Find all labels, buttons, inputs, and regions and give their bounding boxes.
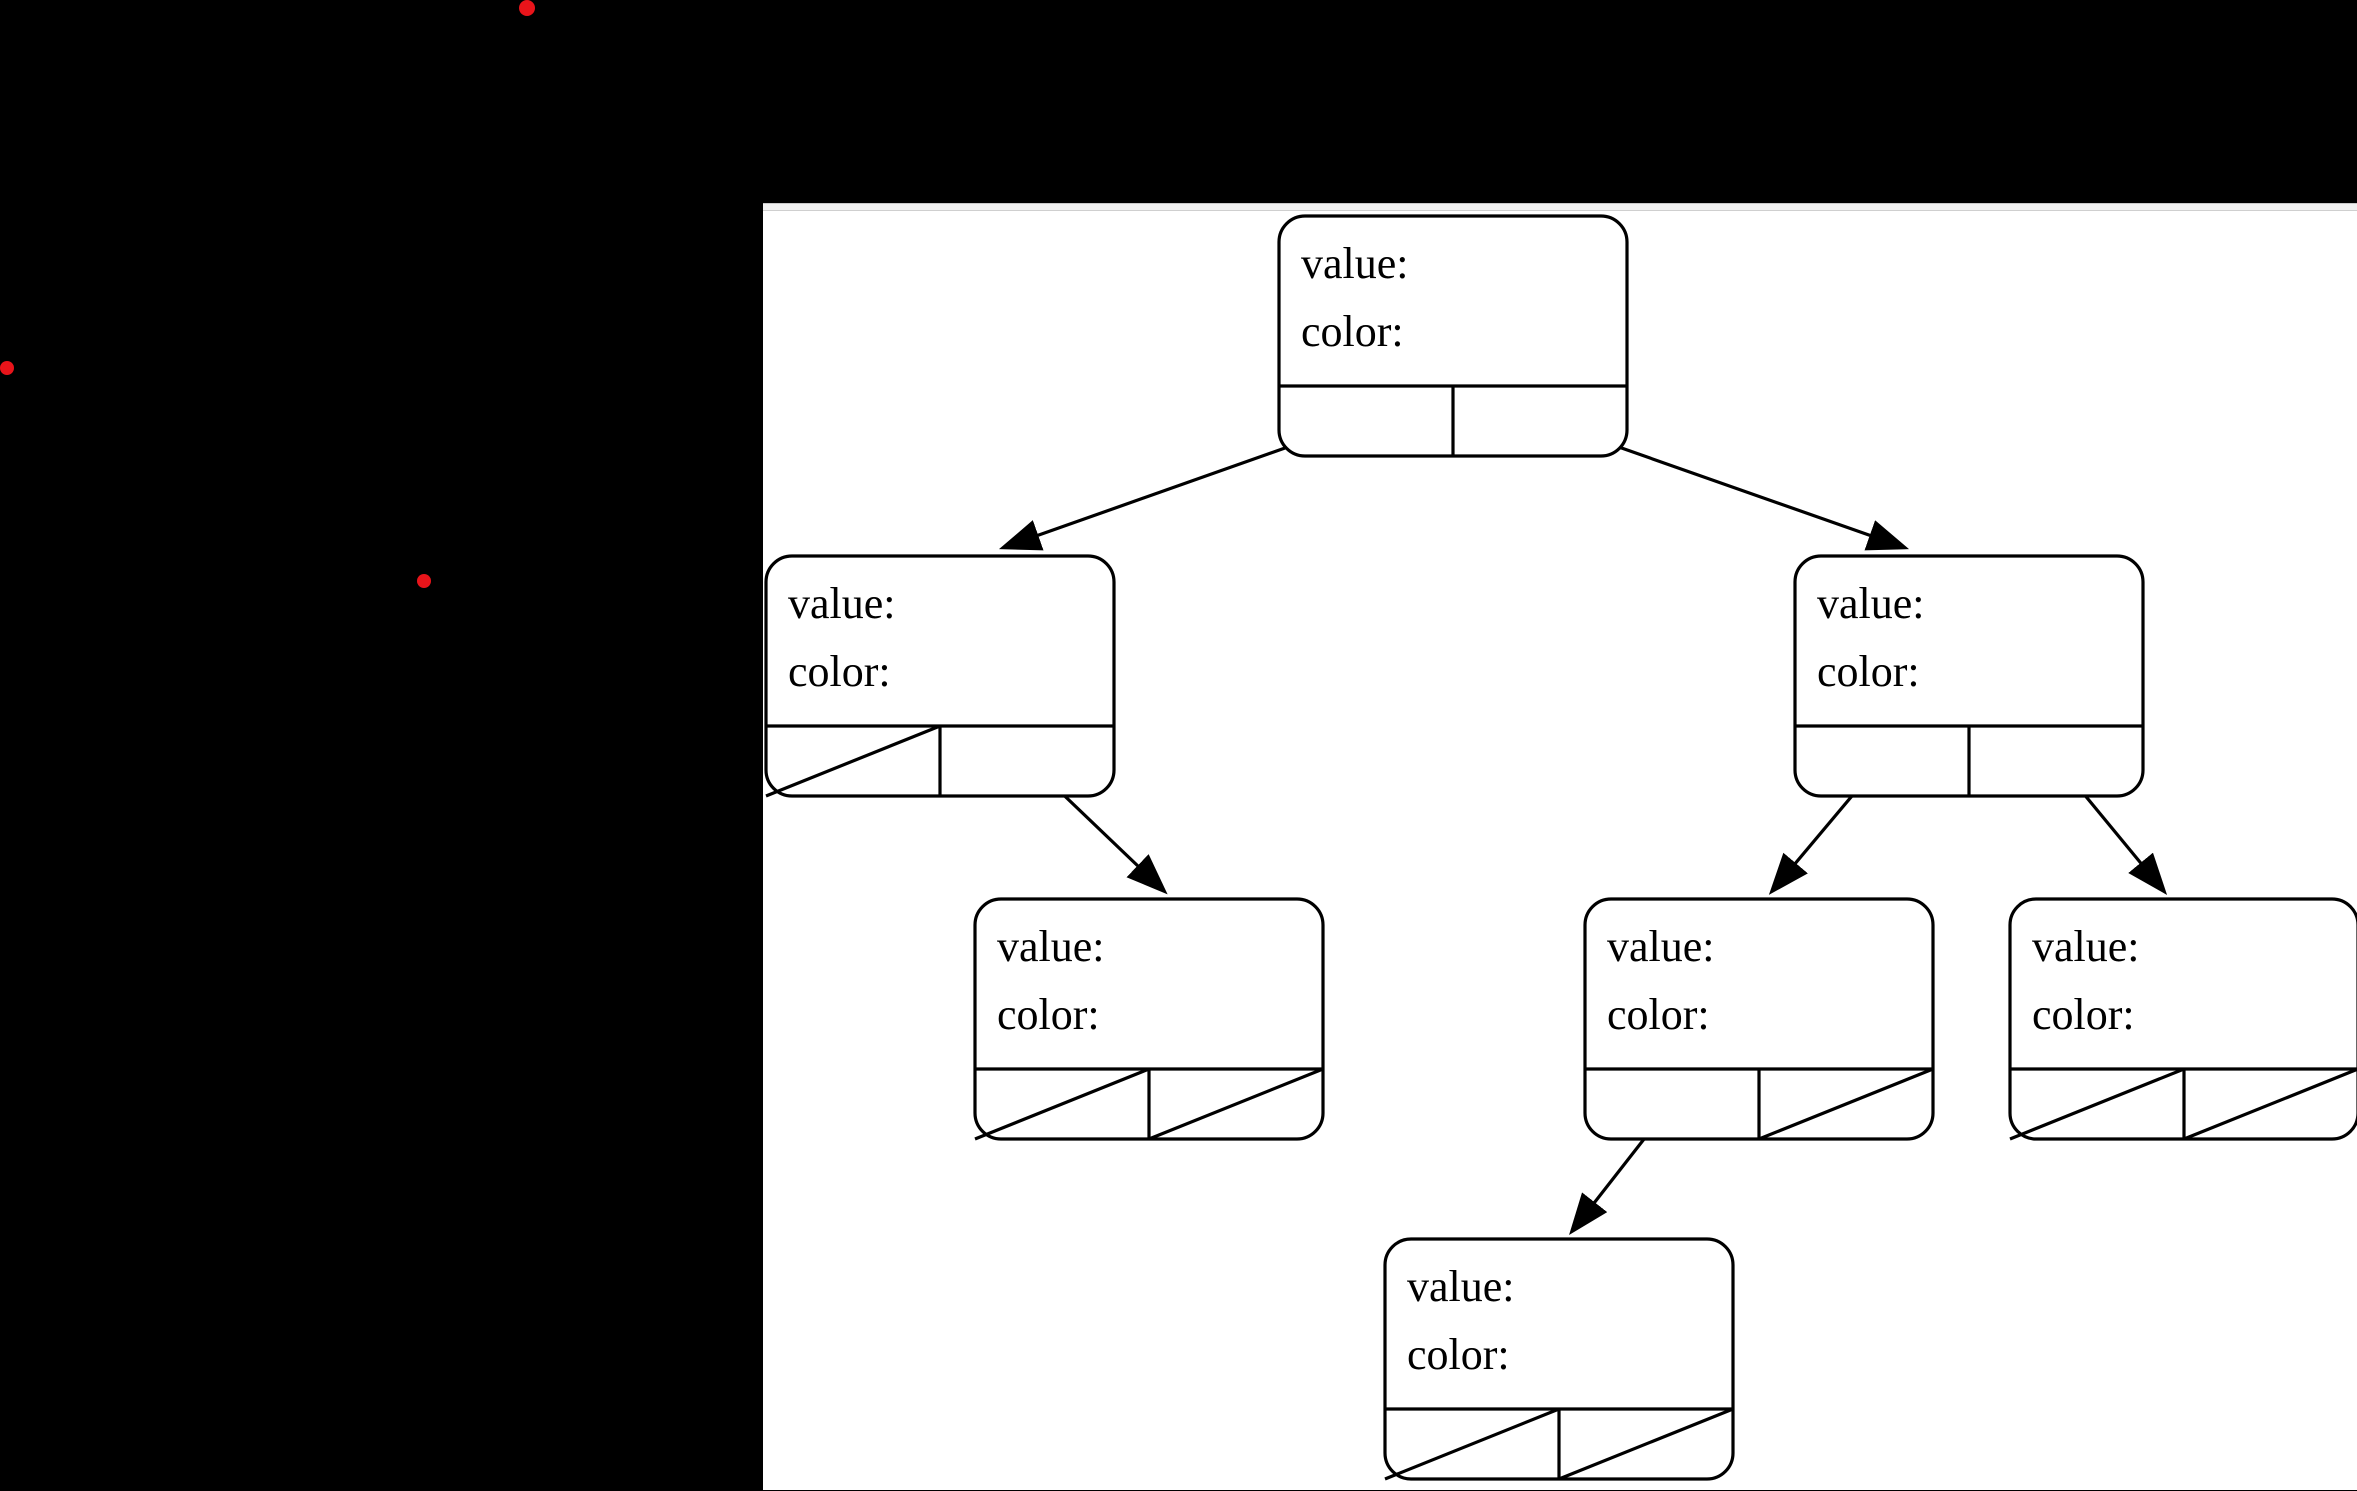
node-value-label: value:	[1407, 1262, 1515, 1311]
node-color-label: color:	[997, 990, 1100, 1039]
node-value-label: value:	[997, 922, 1105, 971]
null-pointer-slash-right	[1558, 1407, 1734, 1481]
null-pointer-slash-right	[2183, 1067, 2357, 1141]
tree-node-root[interactable]: value: color:	[1277, 214, 1629, 458]
null-pointer-slash-left	[765, 724, 941, 798]
panel-top-band	[763, 204, 2357, 211]
tree-node-right-left[interactable]: value: color:	[1583, 897, 1935, 1141]
node-color-label: color:	[788, 647, 891, 696]
null-pointer-slash-left	[1384, 1407, 1560, 1481]
marker-dot-top	[519, 0, 535, 16]
node-color-label: color:	[1817, 647, 1920, 696]
tree-node-right-right[interactable]: value: color:	[2008, 897, 2357, 1141]
node-value-label: value:	[1817, 579, 1925, 628]
tree-node-right[interactable]: value: color:	[1793, 554, 2145, 798]
marker-dot-mid	[417, 574, 431, 588]
null-pointer-slash-left	[974, 1067, 1150, 1141]
node-value-label: value:	[1607, 922, 1715, 971]
null-pointer-slash-left	[2009, 1067, 2185, 1141]
tree-node-left-right[interactable]: value: color:	[973, 897, 1325, 1141]
diagram-panel: value: color: value: color: value: color…	[763, 203, 2357, 1490]
node-color-label: color:	[2032, 990, 2135, 1039]
null-pointer-slash-right	[1758, 1067, 1934, 1141]
node-value-label: value:	[1301, 239, 1409, 288]
node-value-label: value:	[2032, 922, 2140, 971]
node-value-label: value:	[788, 579, 896, 628]
binary-tree-diagram: value: color: value: color: value: color…	[764, 214, 2357, 1481]
node-color-label: color:	[1407, 1330, 1510, 1379]
node-color-label: color:	[1607, 990, 1710, 1039]
tree-node-right-left-left[interactable]: value: color:	[1383, 1237, 1735, 1481]
null-pointer-slash-right	[1148, 1067, 1324, 1141]
tree-node-left[interactable]: value: color:	[764, 554, 1116, 798]
marker-dot-left	[0, 361, 14, 375]
node-color-label: color:	[1301, 307, 1404, 356]
